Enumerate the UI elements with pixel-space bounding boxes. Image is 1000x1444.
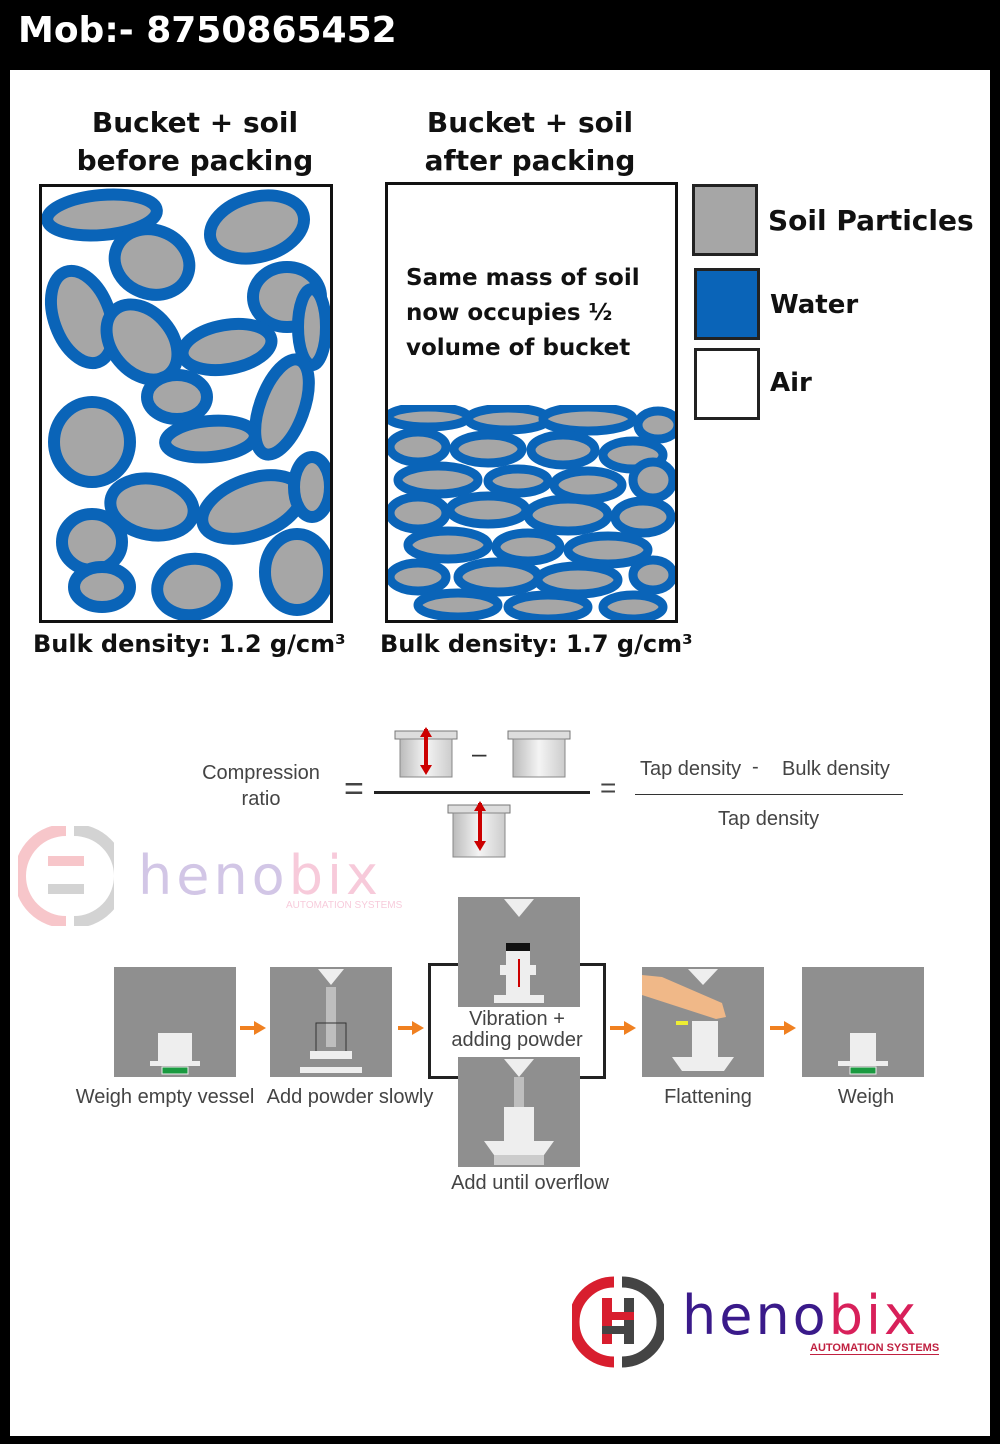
soil-particle: [598, 590, 668, 620]
bulk-density: Bulk density: [782, 758, 890, 780]
watermark-name-a: heno: [138, 844, 289, 907]
soil-particle: [48, 396, 136, 488]
soil-particle: [533, 561, 623, 599]
contact-number: Mob:- 8750865452: [18, 10, 397, 51]
step-panel-vibration: [458, 897, 580, 1007]
arrow-2: [398, 1021, 424, 1035]
step-label-weigh-empty: Weigh empty vessel: [75, 1086, 255, 1108]
soil-particle: [151, 552, 233, 620]
before-packing-title: Bucket + soil before packing: [76, 106, 314, 177]
soil-particle: [628, 555, 675, 595]
soil-particle: [249, 353, 315, 461]
step-panel-overflow: [458, 1057, 580, 1167]
soil-particle: [463, 405, 553, 435]
soil-particle: [141, 369, 213, 425]
soil-particle: [633, 406, 675, 444]
step-panel-weigh-empty: [114, 967, 236, 1077]
bucket-after-packing: Same mass of soil now occupies ½ volume …: [385, 182, 678, 623]
soil-particle: [104, 472, 200, 542]
bulk-cylinder-icon: [507, 730, 571, 778]
arrow-4: [770, 1021, 796, 1035]
soil-particle: [388, 558, 451, 596]
step-label-flattening: Flattening: [664, 1086, 752, 1108]
legend-label-water: Water: [770, 290, 859, 320]
soil-particle: [563, 531, 653, 569]
brand-name-b: bix: [828, 1284, 919, 1347]
soil-particle: [292, 283, 330, 371]
soil-particle: [503, 590, 593, 620]
soil-particle: [176, 317, 278, 377]
soil-particle: [259, 528, 330, 616]
soil-particle: [388, 405, 473, 432]
tapped-cylinder-icon: [394, 727, 458, 778]
tapped-cylinder-icon-denominator: [447, 801, 511, 858]
step-label-overflow: Add until overflow: [451, 1172, 609, 1194]
soil-particle: [491, 528, 565, 566]
after-bulk-density: Bulk density: 1.7 g/cm³: [380, 630, 693, 658]
watermark-tagline: AUTOMATION SYSTEMS: [286, 900, 403, 911]
arrow-3: [610, 1021, 636, 1035]
brand-tagline: AUTOMATION SYSTEMS: [810, 1342, 940, 1355]
after-packing-note: Same mass of soil now occupies ½ volume …: [406, 265, 640, 361]
legend-swatch-soil: [692, 184, 758, 256]
legend-label-soil: Soil Particles: [768, 204, 974, 237]
soil-particle: [68, 561, 136, 613]
minus-sign: –: [472, 738, 487, 768]
step-label-weigh: Weigh: [837, 1086, 895, 1108]
soil-particle: [388, 427, 451, 467]
step-label-vibration: Vibration + adding powder: [440, 1009, 594, 1051]
loose-soil-particles: [42, 188, 330, 620]
packed-soil-particles: [388, 405, 675, 620]
cylinder-icons: [394, 727, 571, 858]
tap-density-denominator: Tap density: [718, 808, 820, 830]
soil-particle: [445, 491, 531, 529]
fraction-bar-1: [374, 791, 590, 794]
soil-particle: [288, 451, 330, 523]
brand-name-a: heno: [682, 1284, 829, 1347]
equals-sign-2: =: [600, 772, 617, 803]
soil-particle: [108, 223, 196, 301]
soil-particle: [610, 496, 675, 538]
soil-particle: [42, 188, 163, 242]
soil-particle: [159, 414, 261, 464]
soil-particle: [483, 464, 553, 498]
legend-swatch-water: [694, 268, 760, 340]
henobix-watermark: henobix AUTOMATION SYSTEMS: [14, 824, 402, 931]
soil-particle: [393, 461, 483, 499]
henobix-logo-icon: [568, 1276, 668, 1368]
soil-particle: [523, 494, 613, 536]
before-bulk-density: Bulk density: 1.2 g/cm³: [33, 630, 346, 658]
step-panel-flattening: [642, 967, 764, 1077]
henobix-logo-icon: [14, 824, 126, 928]
soil-particle: [388, 492, 451, 534]
minus-operator: -: [752, 756, 759, 778]
soil-particle: [449, 430, 527, 468]
soil-particle: [403, 526, 493, 564]
equals-sign-1: =: [344, 770, 364, 808]
fraction-bar-2: [635, 794, 903, 795]
step-panel-add-slowly: [270, 967, 392, 1077]
after-packing-title: Bucket + soil after packing: [424, 106, 636, 177]
soil-particle: [453, 557, 543, 597]
step-panel-weigh: [802, 967, 924, 1077]
bucket-before-packing: [39, 184, 333, 623]
soil-particle: [628, 457, 675, 503]
legend-swatch-air: [694, 348, 760, 420]
compression-ratio-label: Compression ratio: [202, 762, 320, 810]
soil-particle: [56, 508, 128, 576]
henobix-logo: henobix AUTOMATION SYSTEMS: [568, 1276, 952, 1368]
step-label-add-slowly: Add powder slowly: [266, 1086, 434, 1108]
legend-label-air: Air: [770, 368, 812, 398]
arrow-1: [240, 1021, 266, 1035]
soil-particle: [413, 588, 503, 620]
soil-particle: [526, 430, 600, 470]
watermark-name-b: bix: [288, 844, 382, 907]
soil-particle: [203, 189, 311, 265]
soil-particle: [44, 264, 120, 370]
tap-density-numerator: Tap density: [640, 758, 742, 780]
soil-particle: [538, 405, 638, 436]
